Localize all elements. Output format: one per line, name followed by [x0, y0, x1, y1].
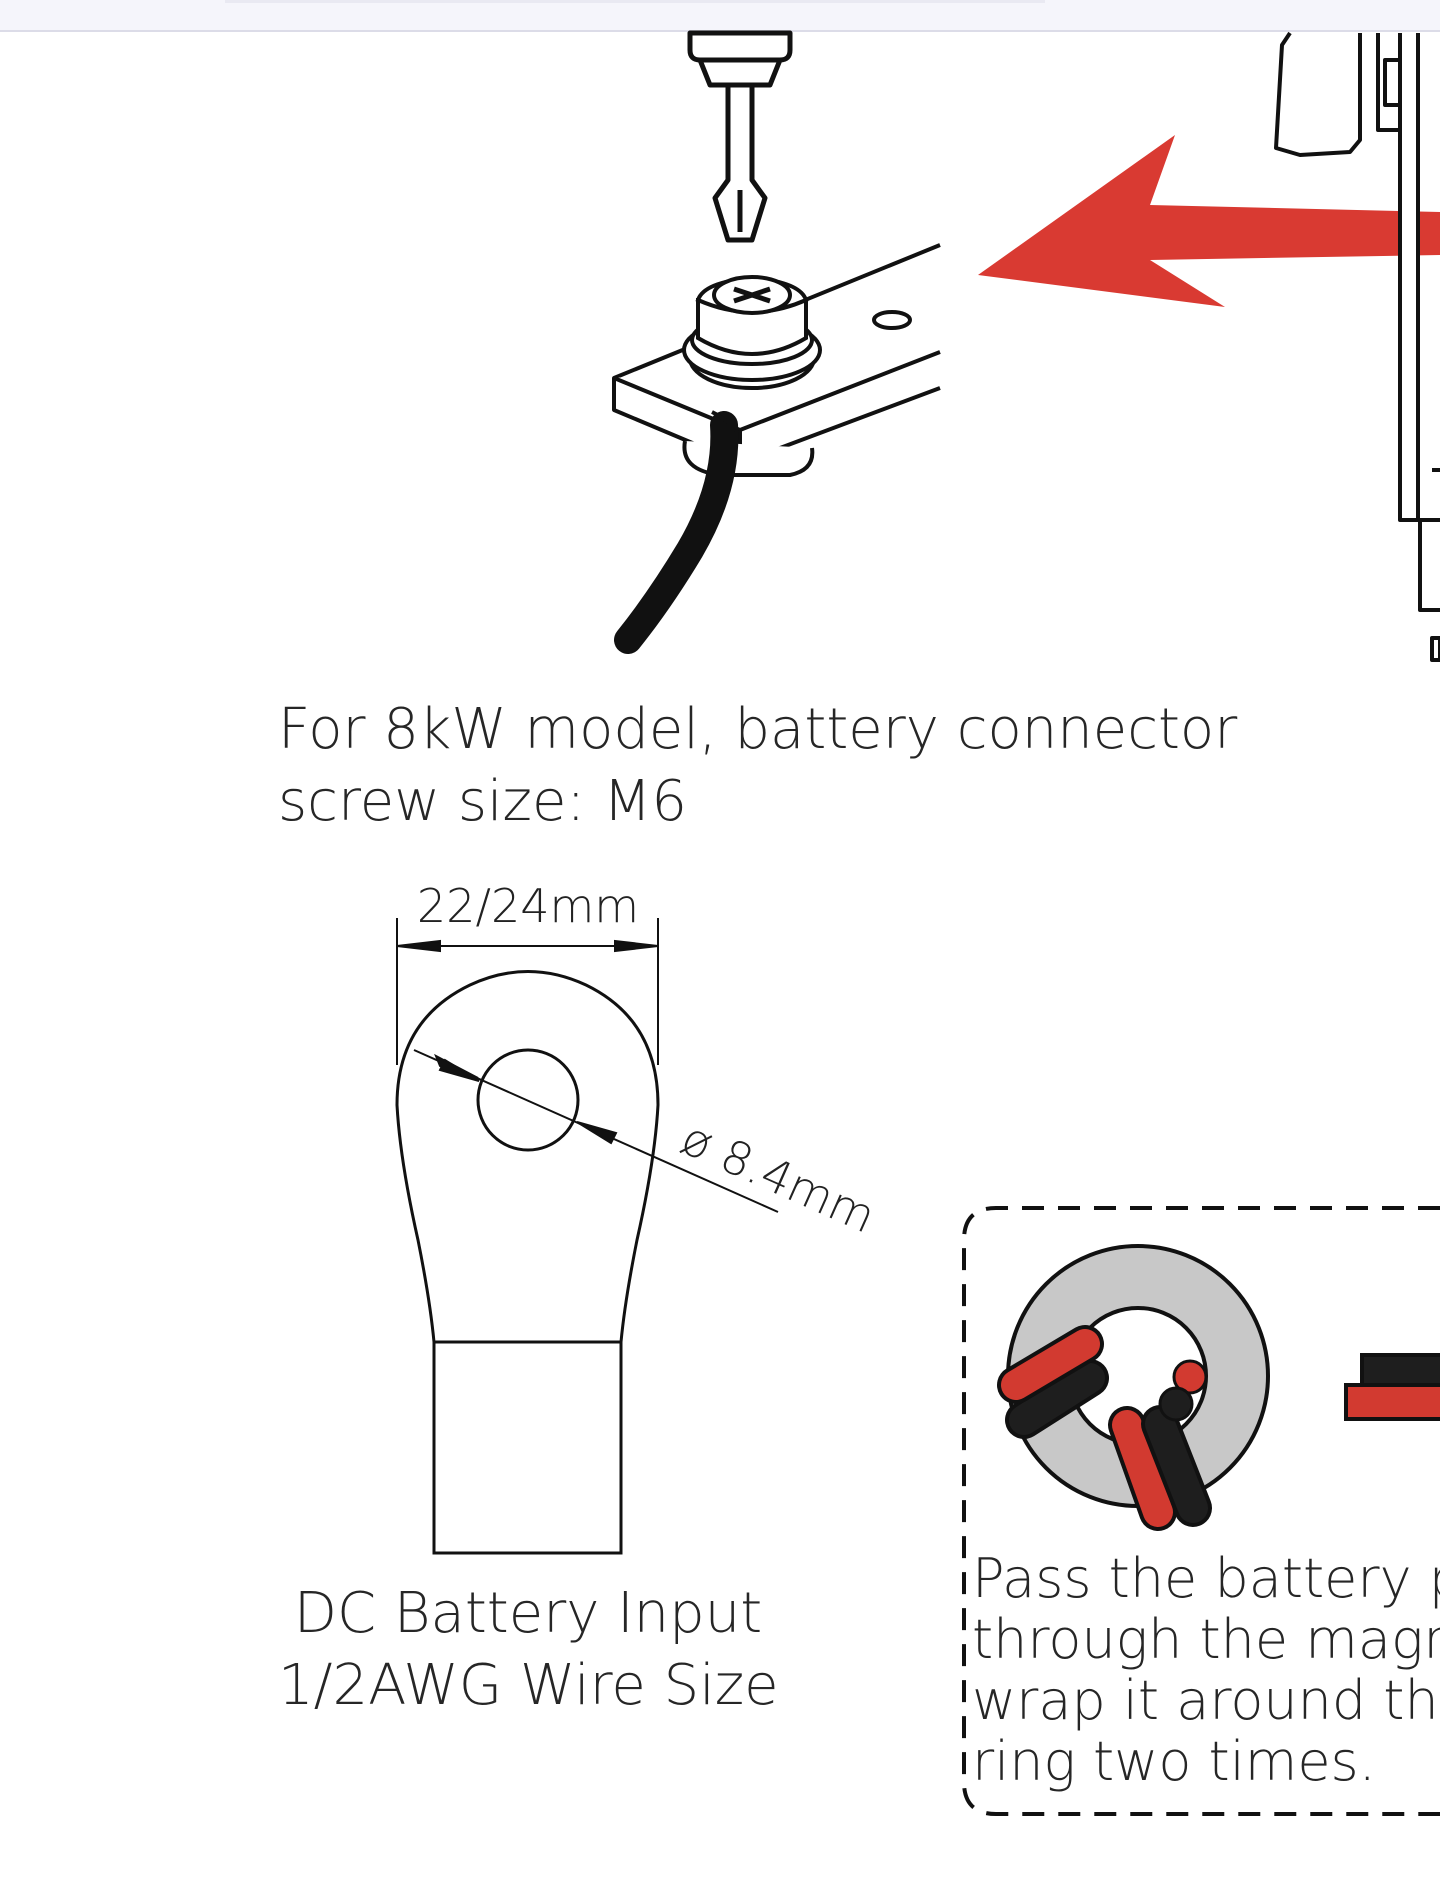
- inverter-edge: [1274, 31, 1440, 662]
- ring-lug-drawing: [395, 970, 660, 1555]
- ring-caption-line-2: through the magn: [972, 1608, 1440, 1671]
- ring-instructions-panel: [962, 1206, 1440, 1816]
- red-arrow-icon: [978, 135, 1440, 307]
- width-dimension-label: 22/24mm: [417, 879, 639, 933]
- screwdriver-icon: [687, 30, 793, 243]
- wrapped-cables-icon: [997, 1325, 1212, 1531]
- lug-caption-line-2: 1/2AWG Wire Size: [278, 1653, 779, 1718]
- ring-instruction-caption: Pass the battery p through the magn wrap…: [972, 1548, 1440, 1792]
- screw-caption-line-2: screw size: M6: [278, 769, 688, 834]
- black-cable: [614, 411, 739, 654]
- browser-tab-strip: [225, 0, 1045, 3]
- ring-caption-line-1: Pass the battery p: [972, 1547, 1440, 1610]
- width-dimension: [396, 918, 659, 1065]
- screw-size-caption: For 8kW model, battery connector screw s…: [278, 694, 1237, 838]
- screw-caption-line-1: For 8kW model, battery connector: [278, 697, 1238, 762]
- bolt-icon: [682, 275, 822, 390]
- straight-cables-icon: [1344, 1353, 1440, 1421]
- ring-caption-line-4: ring two times.: [972, 1730, 1376, 1793]
- lug-caption-line-1: DC Battery Input: [293, 1581, 763, 1646]
- ring-caption-line-3: wrap it around th: [972, 1669, 1439, 1732]
- hole-dimension-label: ø 8.4mm: [674, 1111, 884, 1244]
- hole-dimension: [413, 1049, 779, 1213]
- wire-size-caption: DC Battery Input 1/2AWG Wire Size: [278, 1578, 779, 1722]
